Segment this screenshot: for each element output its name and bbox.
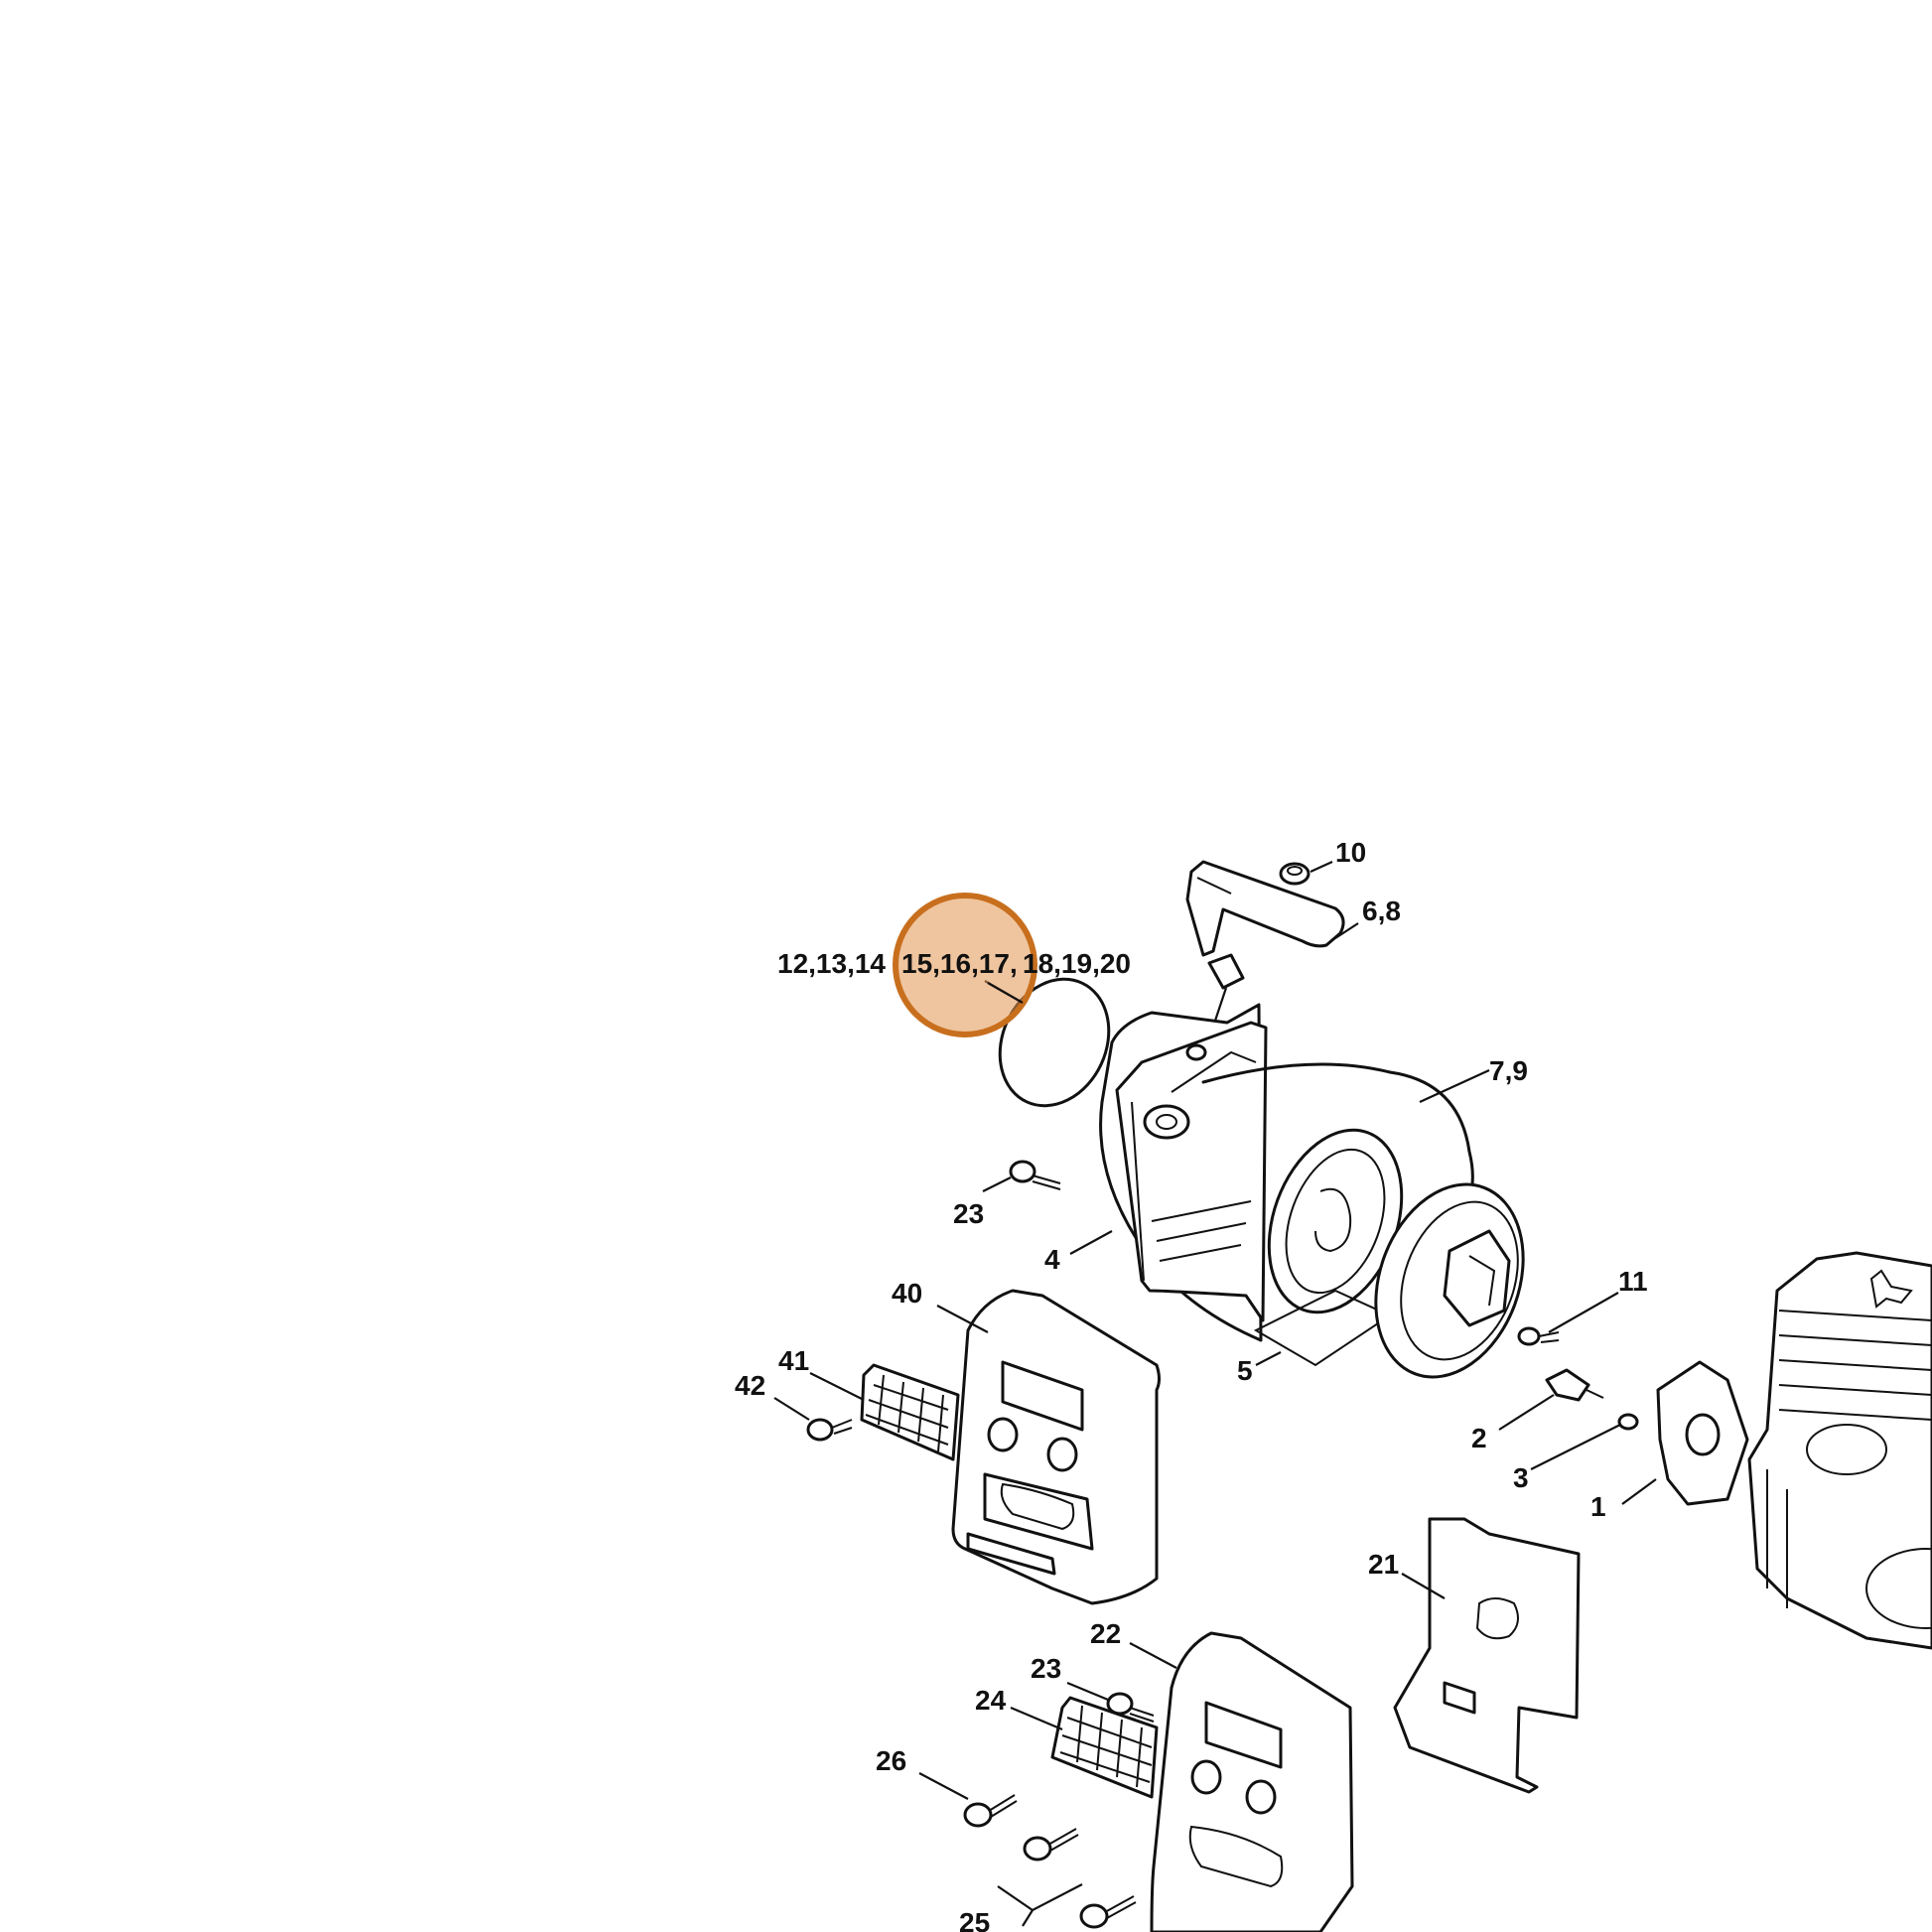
cylinder-part <box>1747 1251 1932 1650</box>
callout-21[interactable]: 21 <box>1368 1549 1399 1580</box>
leader-lines <box>773 860 1657 1927</box>
screw-25b-part <box>1079 1895 1137 1929</box>
heat-shield-part <box>1393 1517 1581 1794</box>
spark-arrestor-screen-upper <box>860 1363 960 1461</box>
fan-housing-part <box>1099 1003 1474 1342</box>
muffler-part-upper <box>951 1289 1161 1605</box>
callout-41[interactable]: 41 <box>778 1345 809 1376</box>
callout-11[interactable]: 11 <box>1618 1266 1648 1297</box>
grommet-part <box>1279 862 1311 886</box>
ignition-module-part <box>1656 1360 1749 1506</box>
callout-10[interactable]: 10 <box>1335 837 1366 868</box>
screw-23-lower-part <box>1106 1692 1155 1723</box>
screw-25a-part <box>1023 1828 1079 1862</box>
callout-40[interactable]: 40 <box>892 1278 922 1309</box>
rope-rotor-part <box>1374 1182 1525 1379</box>
callout-labels: 10 6,8 12,13,14 15,16,17, 18,19,20 7,9 2… <box>735 837 1648 1932</box>
callout-1[interactable]: 1 <box>1590 1491 1606 1522</box>
screw-26-part <box>963 1794 1018 1828</box>
callout-26[interactable]: 26 <box>876 1745 906 1776</box>
callout-3[interactable]: 3 <box>1513 1462 1529 1493</box>
screw-11-part <box>1517 1326 1560 1346</box>
callout-2[interactable]: 2 <box>1471 1423 1487 1453</box>
callout-42[interactable]: 42 <box>735 1370 765 1401</box>
muffler-part-lower <box>1150 1631 1354 1932</box>
spark-plug-terminal-part <box>1545 1368 1604 1402</box>
callout-23-lower[interactable]: 23 <box>1031 1653 1061 1684</box>
highlight-marker[interactable] <box>893 893 1037 1037</box>
callout-4[interactable]: 4 <box>1044 1244 1060 1275</box>
callout-24[interactable]: 24 <box>975 1685 1007 1716</box>
callout-15-16-17[interactable]: 15,16,17, <box>901 948 1018 979</box>
spark-arrestor-screen-lower <box>1050 1696 1159 1799</box>
o-ring-leader <box>987 982 1024 1004</box>
callout-22[interactable]: 22 <box>1090 1618 1121 1649</box>
callout-12-13-14[interactable]: 12,13,14 <box>777 948 886 979</box>
callout-6-8[interactable]: 6,8 <box>1362 896 1401 926</box>
callout-25[interactable]: 25 <box>959 1907 990 1932</box>
screw-23-upper-part <box>1009 1160 1061 1190</box>
callout-18-19-20[interactable]: 18,19,20 <box>1023 948 1131 979</box>
washer-part <box>1617 1413 1639 1431</box>
starter-grip-part <box>1185 860 1345 1034</box>
callout-7-9[interactable]: 7,9 <box>1489 1055 1528 1086</box>
callout-5[interactable]: 5 <box>1237 1355 1253 1386</box>
screw-42-part <box>806 1418 853 1442</box>
callout-23-upper[interactable]: 23 <box>953 1198 984 1229</box>
